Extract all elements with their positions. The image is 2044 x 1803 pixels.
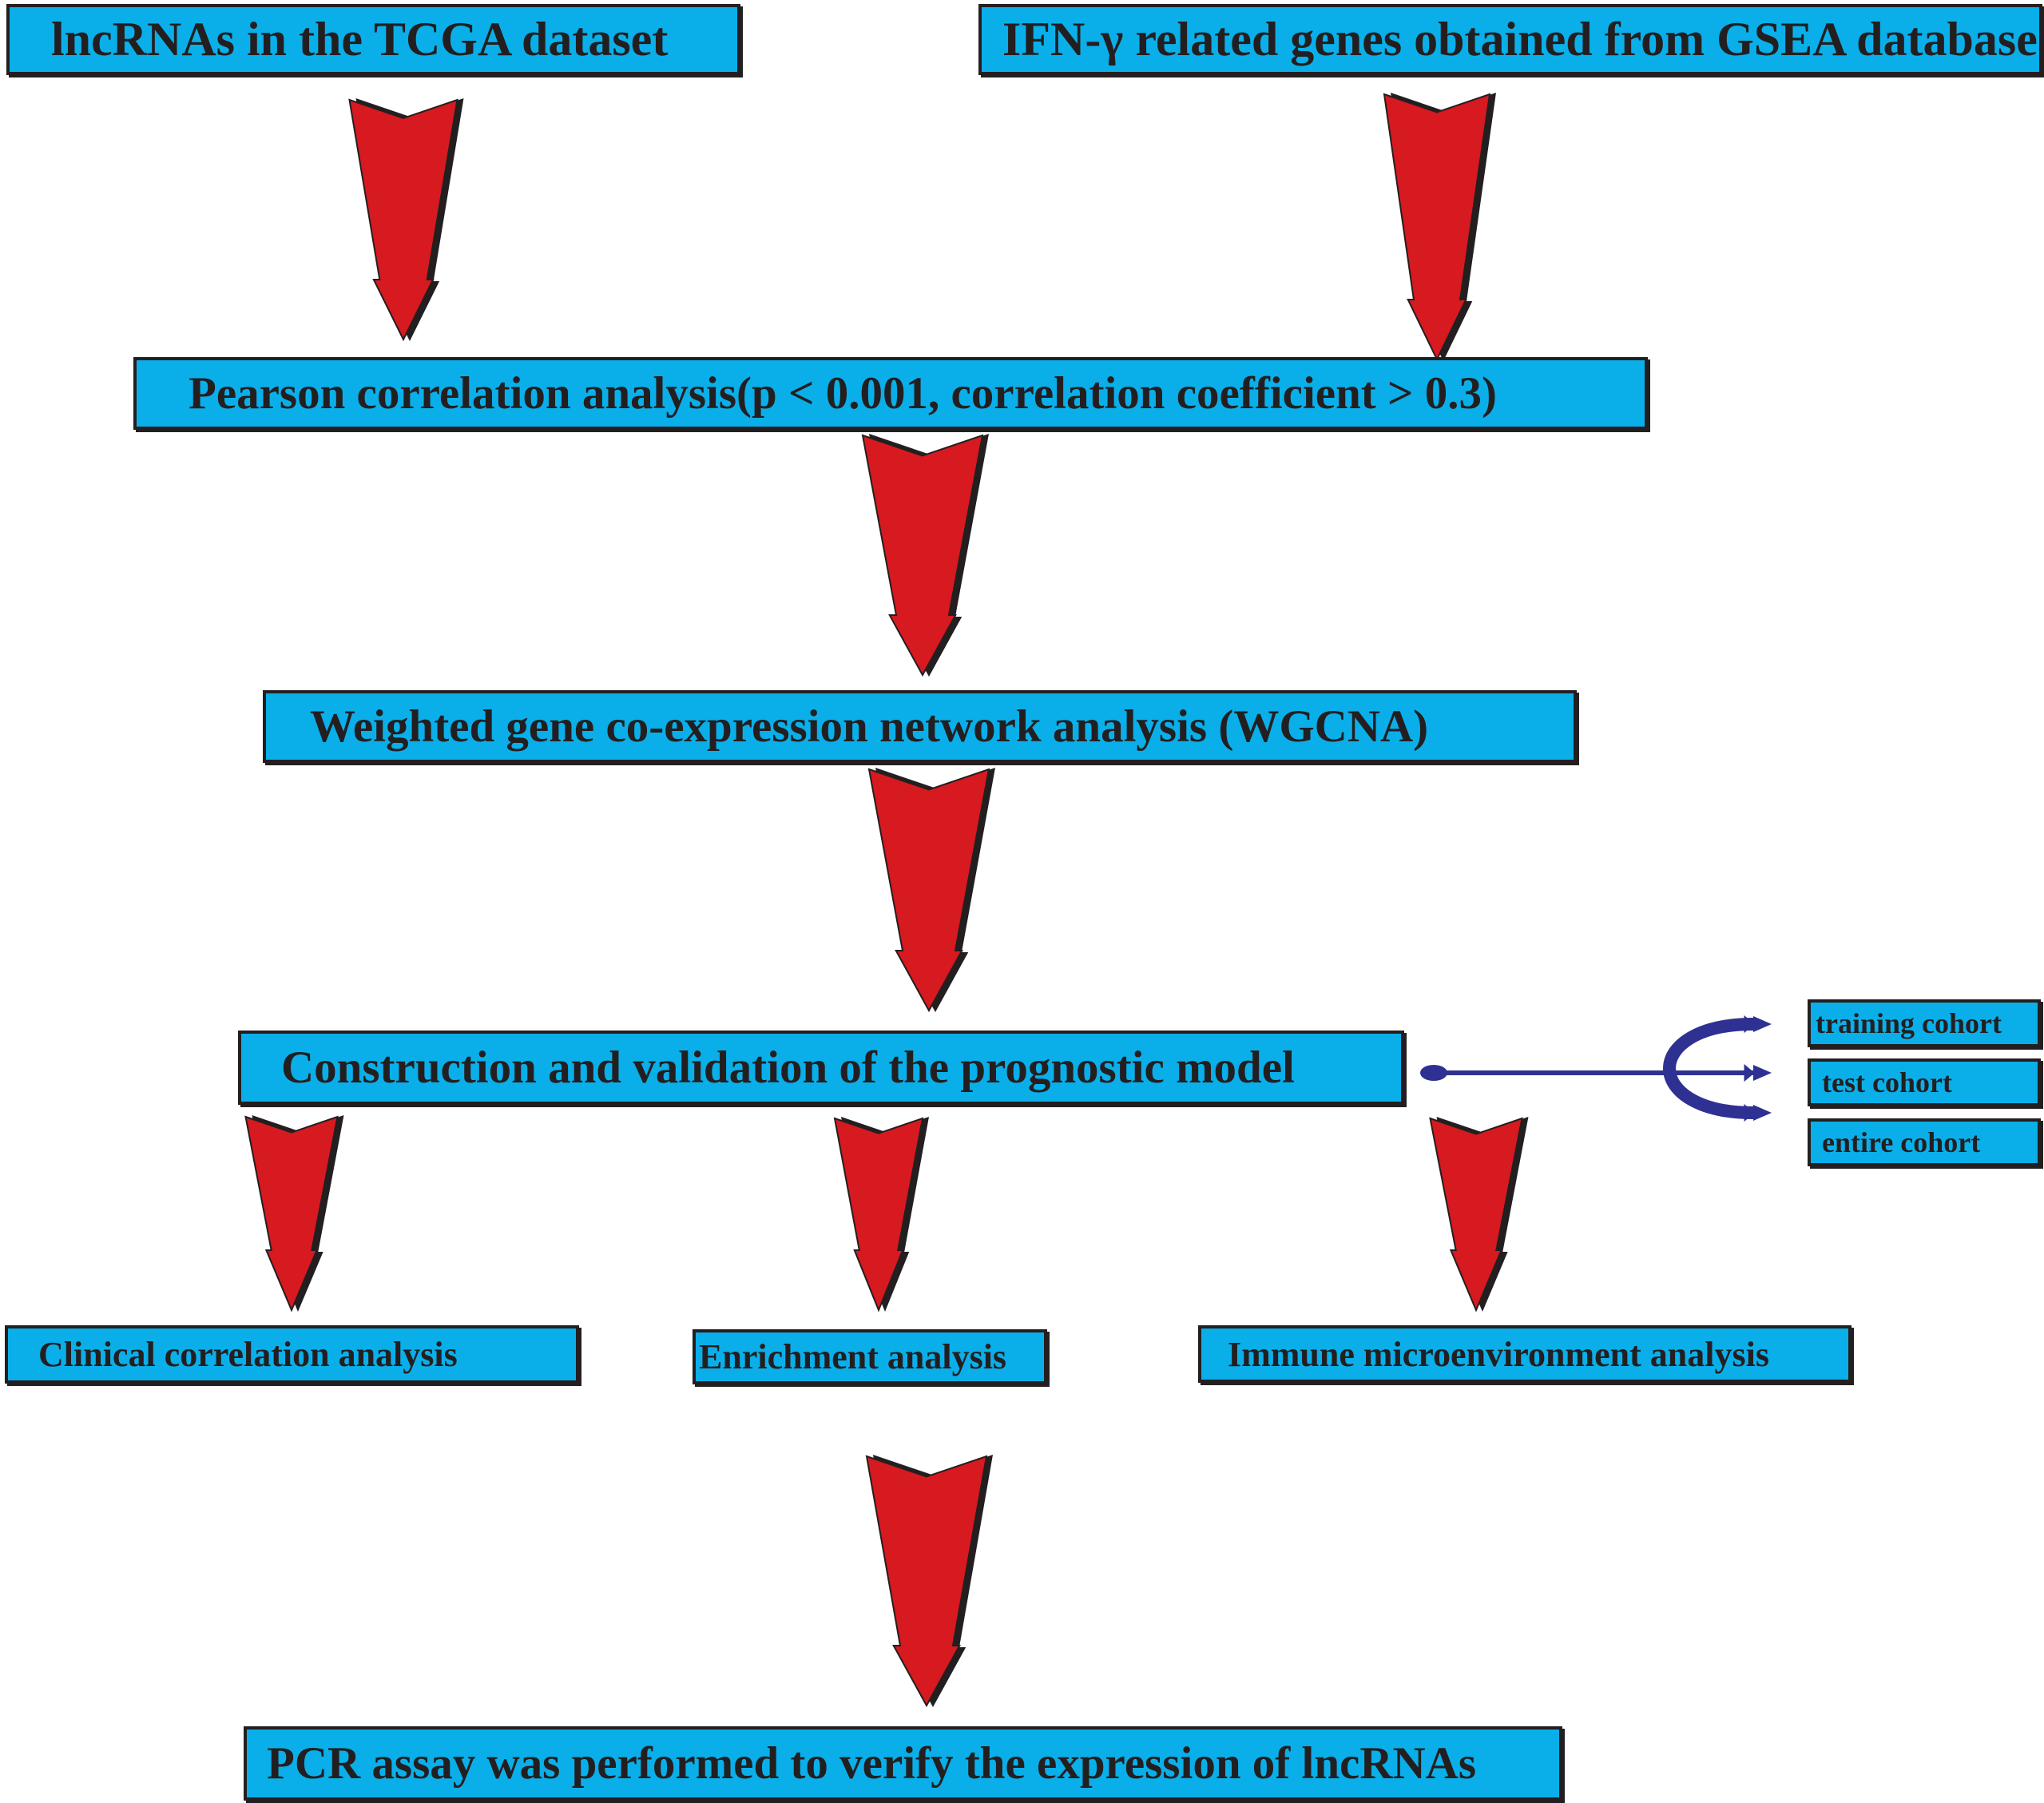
training-cohort-label: training cohort	[1816, 1007, 2002, 1039]
fork-tines	[1663, 1018, 1760, 1119]
box-ifn-genes-label: IFN-γ related genes obtained from GSEA d…	[1002, 13, 2038, 66]
box-pearson: Pearson correlation analysis(p < 0.001, …	[133, 357, 1648, 430]
arrow-wgcna-to-model-body	[867, 768, 990, 1013]
arrowhead-test-out	[1753, 1065, 1772, 1081]
box-clinical-correlation-label: Clinical correlation analysis	[38, 1335, 458, 1374]
box-pcr-assay-label: PCR assay was performed to verify the ex…	[267, 1738, 1477, 1789]
arrow-pearson-to-wgcna-body	[861, 434, 984, 677]
box-immune-microenvironment-label: Immune microenvironment analysis	[1228, 1334, 1769, 1374]
box-ifn-genes: IFN-γ related genes obtained from GSEA d…	[978, 4, 2042, 75]
arrow-to-pcr-body	[865, 1455, 988, 1708]
box-test-cohort: test cohort	[1808, 1058, 2041, 1106]
box-training-cohort: training cohort	[1808, 999, 2041, 1047]
box-enrichment: Enrichment analysis	[693, 1329, 1047, 1384]
arrowhead-training-out	[1753, 1016, 1772, 1032]
arrow-pearson-to-wgcna	[861, 434, 989, 677]
arrow-model-to-clinical	[244, 1115, 344, 1313]
entire-cohort-label: entire cohort	[1822, 1126, 1981, 1158]
box-clinical-correlation: Clinical correlation analysis	[5, 1325, 579, 1384]
box-lncrnas-label: lncRNAs in the TCGA dataset	[51, 13, 669, 66]
box-enrichment-label: Enrichment analysis	[699, 1337, 1007, 1376]
box-entire-cohort: entire cohort	[1808, 1118, 2041, 1166]
box-prognostic-model: Construction and validation of the progn…	[238, 1031, 1404, 1105]
arrow-to-pcr	[865, 1455, 993, 1708]
arrow-lncrnas-to-pearson-body	[348, 98, 458, 342]
arrow-model-to-enrichment	[833, 1117, 929, 1313]
arrowhead-entire	[1744, 1103, 1755, 1122]
box-prognostic-model-label: Construction and validation of the progn…	[281, 1042, 1295, 1093]
arrow-model-to-immune	[1429, 1117, 1529, 1313]
arrow-lncrnas-to-pearson	[348, 98, 464, 342]
arrow-ifn-to-pearson-body	[1383, 93, 1491, 362]
test-cohort-label: test cohort	[1822, 1066, 1952, 1098]
box-pearson-label: Pearson correlation analysis(p < 0.001, …	[189, 368, 1497, 419]
arrow-ifn-to-pearson	[1383, 93, 1496, 362]
box-wgcna-label: Weighted gene co-expression network anal…	[310, 701, 1429, 752]
box-immune-microenvironment: Immune microenvironment analysis	[1198, 1325, 1852, 1383]
fork-handle-knob	[1420, 1065, 1447, 1081]
arrow-model-to-immune-body	[1429, 1117, 1523, 1313]
box-pcr-assay: PCR assay was performed to verify the ex…	[244, 1726, 1562, 1801]
arrowhead-test	[1744, 1063, 1755, 1082]
arrow-wgcna-to-model	[867, 768, 995, 1013]
box-wgcna: Weighted gene co-expression network anal…	[263, 690, 1577, 763]
arrow-model-to-clinical-body	[244, 1115, 339, 1313]
box-lncrnas: lncRNAs in the TCGA dataset	[6, 4, 740, 75]
arrow-model-to-enrichment-body	[833, 1117, 924, 1313]
arrowhead-entire-out	[1753, 1105, 1772, 1121]
